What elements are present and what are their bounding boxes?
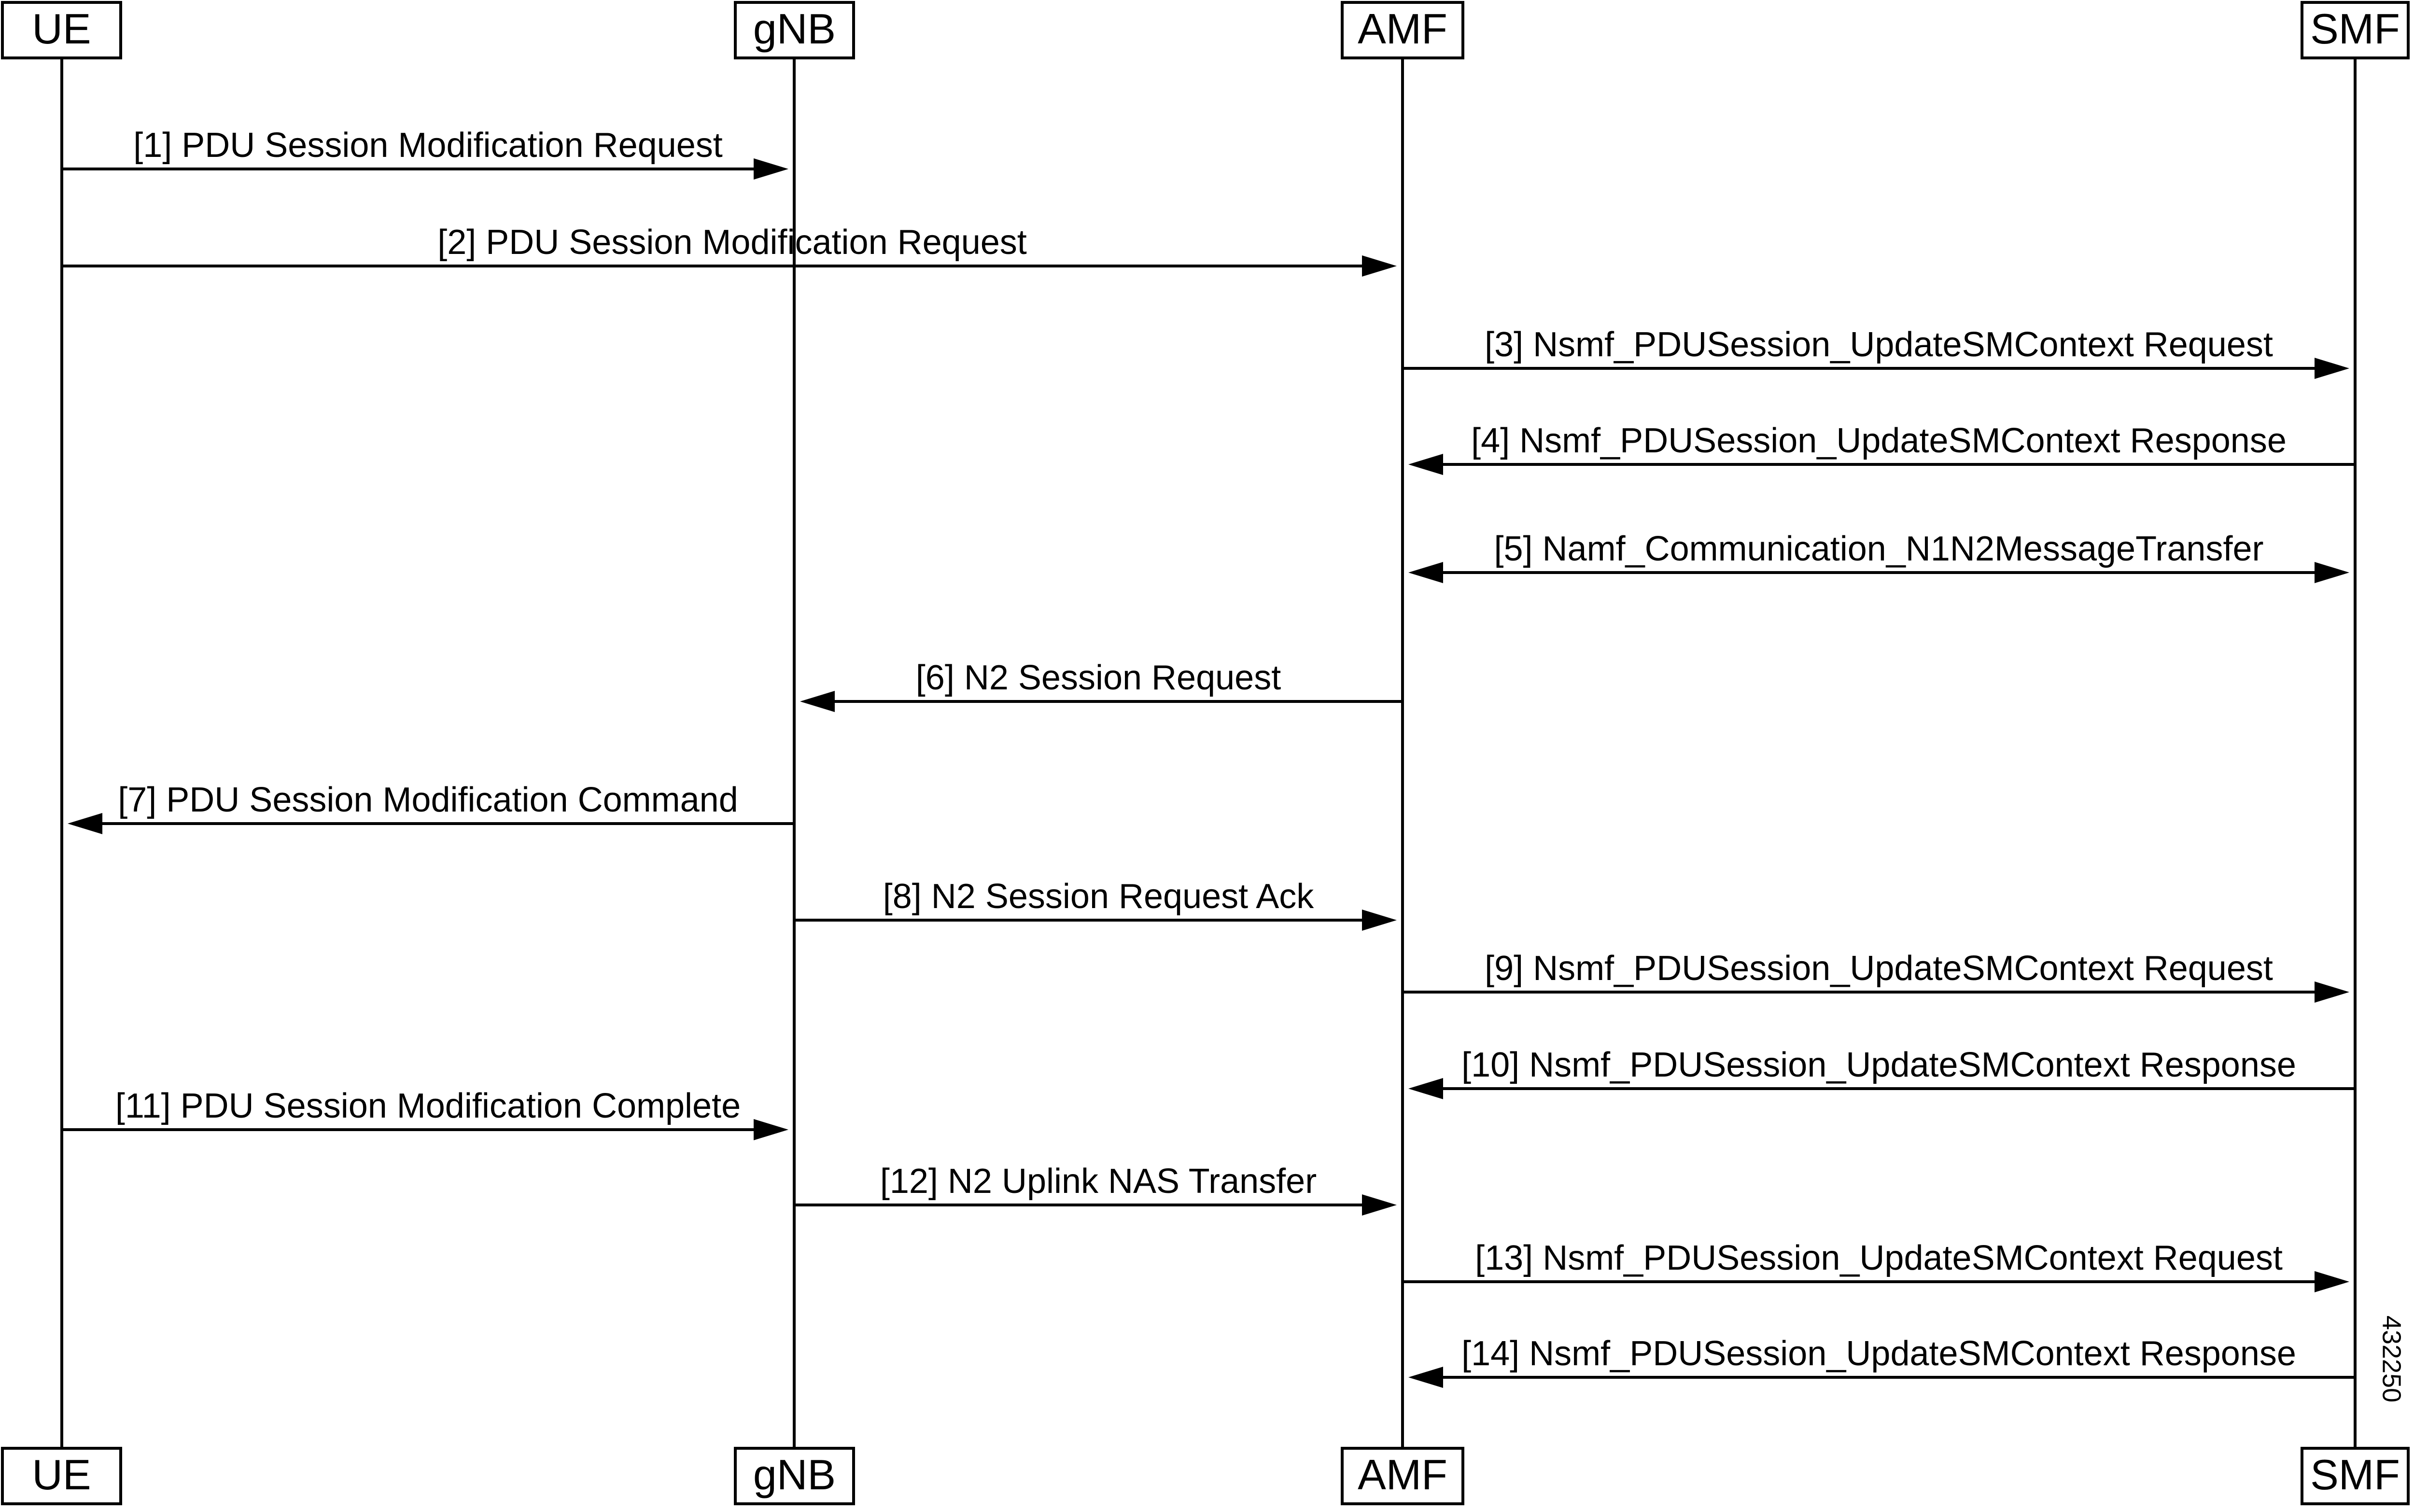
participant-ue-bottom: UE <box>1 1447 122 1505</box>
arrowhead <box>1362 255 1397 277</box>
message-5: [5] Namf_Communication_N1N2MessageTransf… <box>1408 530 2349 583</box>
message-label: [9] Nsmf_PDUSession_UpdateSMContext Requ… <box>1485 949 2273 988</box>
participant-label: UE <box>32 5 91 53</box>
arrowhead <box>1362 910 1397 931</box>
message-label: [5] Namf_Communication_N1N2MessageTransf… <box>1494 530 2264 568</box>
arrowhead <box>1362 1194 1397 1216</box>
arrowhead <box>2315 562 2349 583</box>
participant-box <box>734 1 855 59</box>
message-label: [6] N2 Session Request <box>916 658 1281 697</box>
message-label: [1] PDU Session Modification Request <box>133 126 723 165</box>
participant-amf-top: AMF <box>1341 1 1464 59</box>
participant-label: AMF <box>1358 1451 1447 1498</box>
message-9: [9] Nsmf_PDUSession_UpdateSMContext Requ… <box>1403 949 2349 1003</box>
participant-box <box>1 1447 122 1505</box>
message-label: [3] Nsmf_PDUSession_UpdateSMContext Requ… <box>1485 325 2273 364</box>
participant-box <box>1341 1447 1464 1505</box>
figure-id: 432250 <box>2377 1316 2406 1402</box>
message-2: [2] PDU Session Modification Request <box>62 223 1397 277</box>
message-label: [11] PDU Session Modification Complete <box>115 1087 741 1125</box>
participant-label: SMF <box>2310 5 2400 53</box>
arrowhead <box>1408 1078 1443 1099</box>
participant-gnb-top: gNB <box>734 1 855 59</box>
participant-box <box>2301 1 2410 59</box>
message-label: [8] N2 Session Request Ack <box>883 877 1314 916</box>
participant-box <box>1341 1 1464 59</box>
arrowhead <box>754 158 788 180</box>
participant-label: gNB <box>753 5 836 53</box>
message-4: [4] Nsmf_PDUSession_UpdateSMContext Resp… <box>1408 421 2355 475</box>
arrowhead <box>800 691 835 712</box>
message-6: [6] N2 Session Request <box>800 658 1403 712</box>
participant-label: AMF <box>1358 5 1447 53</box>
participant-label: UE <box>32 1451 91 1498</box>
message-10: [10] Nsmf_PDUSession_UpdateSMContext Res… <box>1408 1046 2355 1099</box>
participant-box <box>1 1 122 59</box>
message-8: [8] N2 Session Request Ack <box>794 877 1397 931</box>
participant-box <box>734 1447 855 1505</box>
message-13: [13] Nsmf_PDUSession_UpdateSMContext Req… <box>1403 1239 2349 1292</box>
message-label: [13] Nsmf_PDUSession_UpdateSMContext Req… <box>1475 1239 2283 1277</box>
message-label: [2] PDU Session Modification Request <box>437 223 1027 262</box>
message-label: [14] Nsmf_PDUSession_UpdateSMContext Res… <box>1461 1334 2296 1373</box>
arrowhead <box>68 813 102 834</box>
arrowhead <box>2315 358 2349 379</box>
participant-smf-top: SMF <box>2301 1 2410 59</box>
participant-ue-top: UE <box>1 1 122 59</box>
message-label: [10] Nsmf_PDUSession_UpdateSMContext Res… <box>1461 1046 2296 1084</box>
arrowhead <box>2315 981 2349 1003</box>
message-12: [12] N2 Uplink NAS Transfer <box>794 1162 1397 1216</box>
participant-gnb-bottom: gNB <box>734 1447 855 1505</box>
participant-amf-bottom: AMF <box>1341 1447 1464 1505</box>
participant-label: gNB <box>753 1451 836 1498</box>
message-14: [14] Nsmf_PDUSession_UpdateSMContext Res… <box>1408 1334 2355 1388</box>
message-3: [3] Nsmf_PDUSession_UpdateSMContext Requ… <box>1403 325 2349 379</box>
arrowhead <box>1408 454 1443 475</box>
message-11: [11] PDU Session Modification Complete <box>62 1087 788 1140</box>
message-1: [1] PDU Session Modification Request <box>62 126 788 180</box>
arrowhead <box>2315 1271 2349 1292</box>
lifelines <box>60 58 2357 1448</box>
message-7: [7] PDU Session Modification Command <box>68 781 794 834</box>
participant-smf-bottom: SMF <box>2301 1447 2410 1505</box>
message-label: [4] Nsmf_PDUSession_UpdateSMContext Resp… <box>1471 421 2287 460</box>
arrowhead <box>1408 562 1443 583</box>
participant-box <box>2301 1447 2410 1505</box>
message-label: [12] N2 Uplink NAS Transfer <box>880 1162 1317 1201</box>
participant-label: SMF <box>2310 1451 2400 1498</box>
message-label: [7] PDU Session Modification Command <box>118 781 738 819</box>
messages: [1] PDU Session Modification Request [2] … <box>62 126 2355 1388</box>
arrowhead <box>754 1119 788 1140</box>
arrowhead <box>1408 1367 1443 1388</box>
